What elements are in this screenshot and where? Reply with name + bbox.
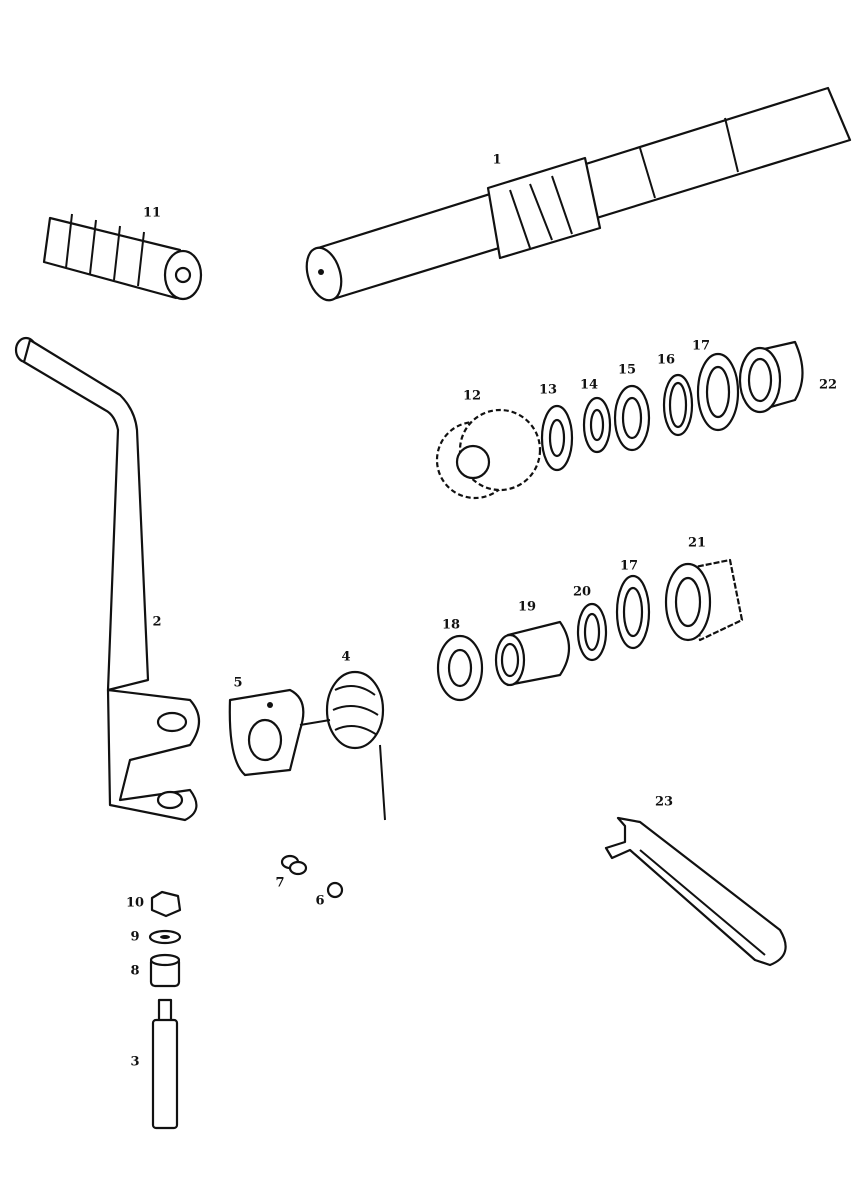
part-label: 1 bbox=[492, 152, 502, 168]
part-label: 9 bbox=[130, 929, 140, 945]
part-label: 20 bbox=[572, 584, 592, 600]
part-label: 17 bbox=[619, 558, 639, 574]
part-label: 17 bbox=[691, 338, 711, 354]
part-label: 14 bbox=[579, 377, 599, 393]
part-label: 11 bbox=[142, 205, 162, 221]
small-spring-ball bbox=[280, 854, 344, 899]
part-label: 22 bbox=[818, 377, 838, 393]
part-label: 3 bbox=[130, 1054, 140, 1070]
part-label: 16 bbox=[656, 352, 676, 368]
lower-rings bbox=[436, 558, 744, 702]
upper-rings bbox=[540, 340, 804, 472]
part-label: 10 bbox=[125, 895, 145, 911]
gear-part bbox=[435, 408, 542, 500]
part-label: 13 bbox=[538, 382, 558, 398]
part-label: 19 bbox=[517, 599, 537, 615]
shaft-part bbox=[305, 86, 852, 302]
part-label: 5 bbox=[233, 675, 243, 691]
rubber-part bbox=[42, 213, 203, 301]
part-label: 6 bbox=[315, 893, 325, 909]
part-label: 4 bbox=[341, 649, 351, 665]
part-label: 18 bbox=[441, 617, 461, 633]
pin-stack bbox=[148, 890, 182, 1130]
part-label: 23 bbox=[654, 794, 674, 810]
part-label: 2 bbox=[152, 614, 162, 630]
part-label: 12 bbox=[462, 388, 482, 404]
kick-lever-part bbox=[14, 336, 201, 822]
clamp-part bbox=[228, 688, 305, 777]
part-label: 15 bbox=[617, 362, 637, 378]
part-label: 7 bbox=[275, 875, 285, 891]
part-label: 8 bbox=[130, 963, 140, 979]
spring-part bbox=[299, 670, 386, 821]
part-label: 21 bbox=[687, 535, 707, 551]
tool-part bbox=[604, 816, 787, 967]
